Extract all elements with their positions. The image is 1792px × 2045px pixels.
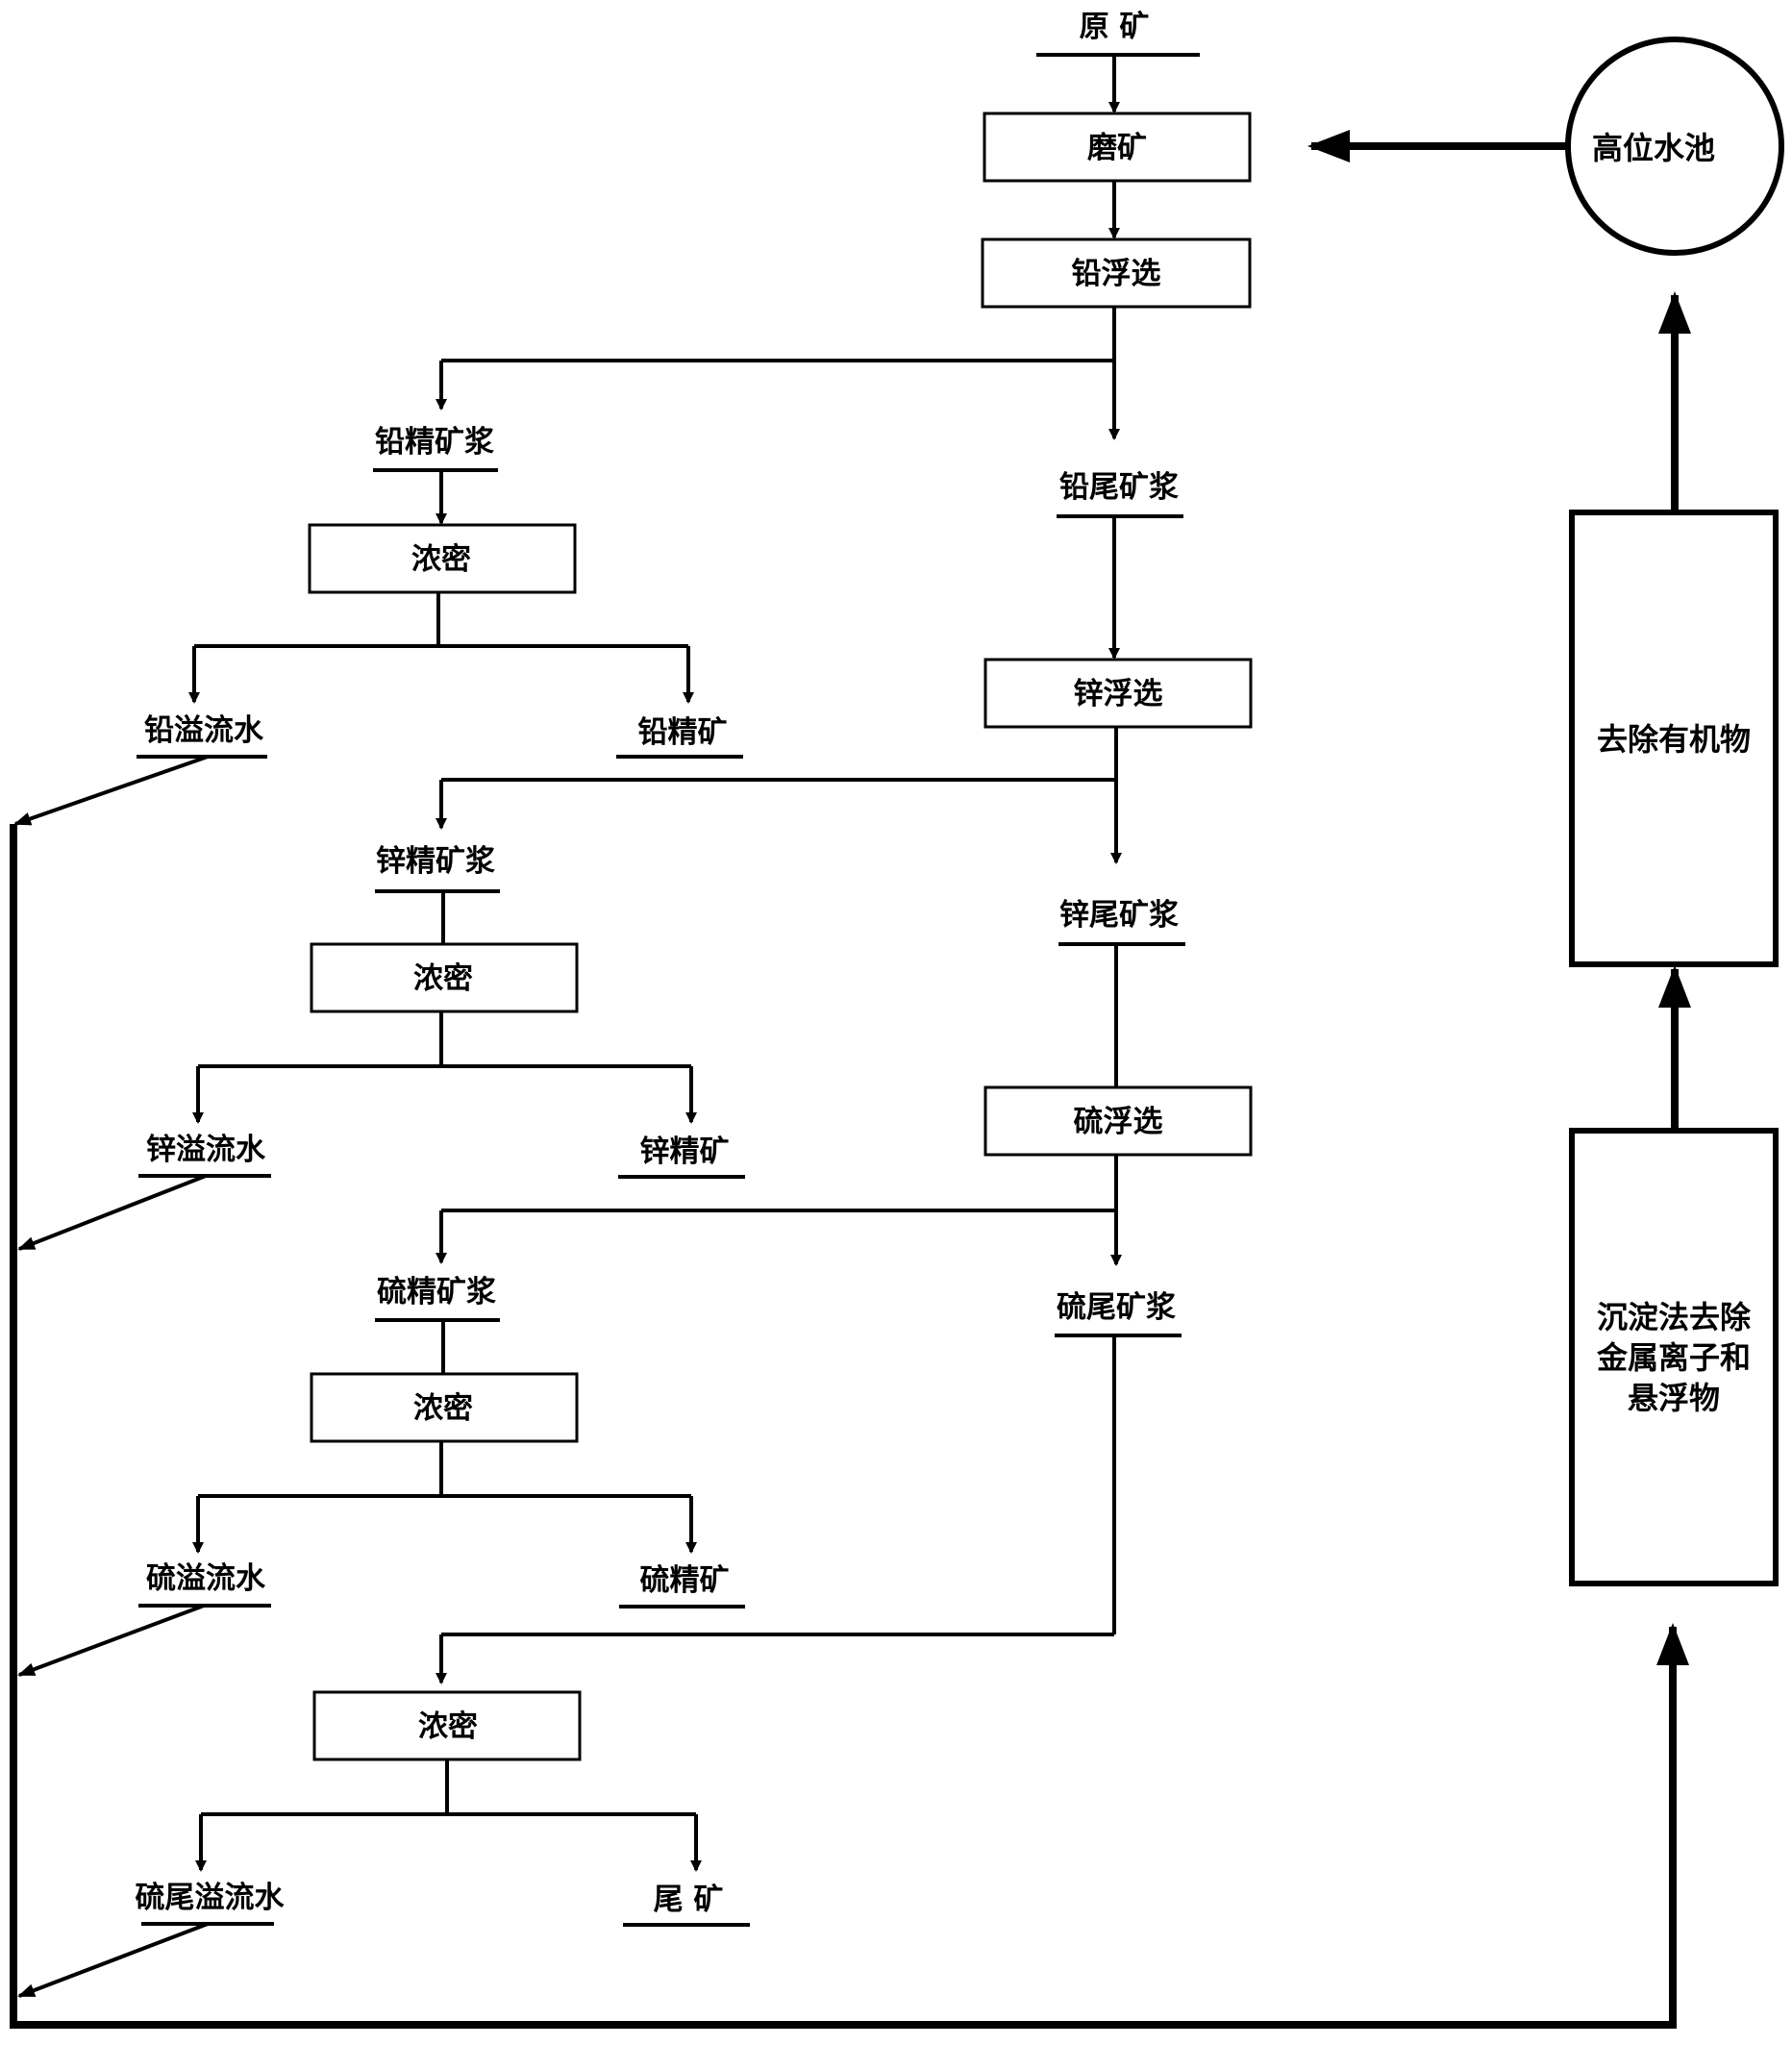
label-zn-flotation: 锌浮选 [1074, 677, 1163, 711]
label-zn-overflow: 锌溢流水 [146, 1133, 266, 1167]
label-pb-flotation: 铅浮选 [1072, 257, 1161, 291]
label-tailings: 尾 矿 [654, 1883, 724, 1917]
label-s-overflow: 硫溢流水 [146, 1561, 266, 1596]
box-zn-thickening [310, 942, 579, 1013]
label-pb-conc-slurry: 铅精矿浆 [375, 425, 494, 460]
label-zn-thickening: 浓密 [413, 961, 473, 996]
box-tail-thickening [312, 1690, 582, 1761]
label-grinding: 磨矿 [1087, 131, 1147, 165]
label-remove-organics: 去除有机物 [1597, 721, 1751, 758]
label-s-tail-overflow: 硫尾溢流水 [136, 1881, 286, 1915]
box-zn-flotation [983, 658, 1253, 729]
label-pb-concentrate: 铅精矿 [638, 715, 728, 750]
label-raw-ore: 原 矿 [1080, 10, 1150, 44]
label-precip-line2: 金属离子和 [1596, 1339, 1751, 1376]
label-pb-overflow: 铅溢流水 [144, 713, 264, 748]
label-precip-line3: 悬浮物 [1628, 1380, 1720, 1416]
label-precip-line1: 沉淀法去除 [1597, 1299, 1752, 1335]
arrow-s-overflow-return [17, 1604, 205, 1677]
label-zn-conc-slurry: 锌精矿浆 [376, 844, 495, 879]
label-tail-thickening: 浓密 [418, 1709, 478, 1744]
arrow-zn-overflow-return [17, 1174, 207, 1251]
label-pb-tail-slurry: 铅尾矿浆 [1059, 470, 1179, 505]
label-zn-concentrate: 锌精矿 [640, 1135, 730, 1169]
label-s-conc-slurry: 硫精矿浆 [377, 1275, 496, 1309]
arrow-pb-overflow-return [13, 755, 209, 826]
arrow-s-tail-overflow-return [17, 1922, 209, 1998]
label-s-thickening: 浓密 [413, 1391, 473, 1426]
box-pb-flotation [981, 237, 1252, 309]
box-precipitation [1569, 1128, 1779, 1586]
label-pb-thickening: 浓密 [411, 542, 471, 577]
box-grinding [983, 112, 1252, 183]
label-zn-tail-slurry: 锌尾矿浆 [1059, 898, 1179, 933]
label-s-concentrate: 硫精矿 [640, 1563, 730, 1598]
box-s-thickening [310, 1372, 579, 1443]
box-pb-thickening [308, 523, 577, 594]
label-high-pool: 高位水池 [1592, 130, 1715, 166]
label-s-flotation: 硫浮选 [1074, 1105, 1163, 1139]
box-s-flotation [983, 1085, 1253, 1157]
box-remove-organics [1569, 510, 1779, 967]
label-s-tail-slurry: 硫尾矿浆 [1057, 1290, 1176, 1325]
